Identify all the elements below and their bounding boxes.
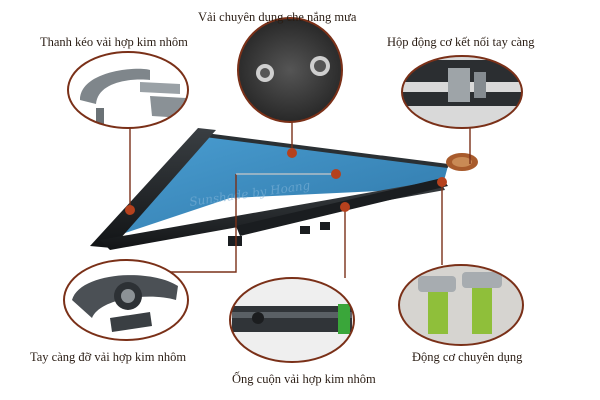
fabric-panel	[110, 135, 448, 238]
detail-gear-box	[401, 55, 523, 129]
left-arm	[90, 128, 216, 248]
label-gear-box: Hộp động cơ kết nối tay càng	[387, 35, 535, 49]
detail-fabric	[237, 17, 343, 123]
detail-pull-bar	[67, 51, 189, 129]
label-fabric: Vải chuyên dụng che nắng mưa	[198, 10, 357, 24]
leader-lines	[129, 122, 471, 278]
label-motor: Động cơ chuyên dụng	[412, 350, 523, 364]
label-pull-bar: Thanh kéo vải hợp kim nhôm	[40, 35, 188, 49]
detail-roller	[229, 277, 355, 363]
detail-arm	[63, 259, 189, 341]
awning-illustration: Sunshade by Hoang	[90, 128, 478, 250]
markers	[125, 148, 447, 215]
label-arm: Tay càng đỡ vải hợp kim nhôm	[30, 350, 187, 364]
label-roller: Ống cuộn vải hợp kim nhôm	[232, 372, 376, 386]
detail-motor	[398, 264, 524, 346]
